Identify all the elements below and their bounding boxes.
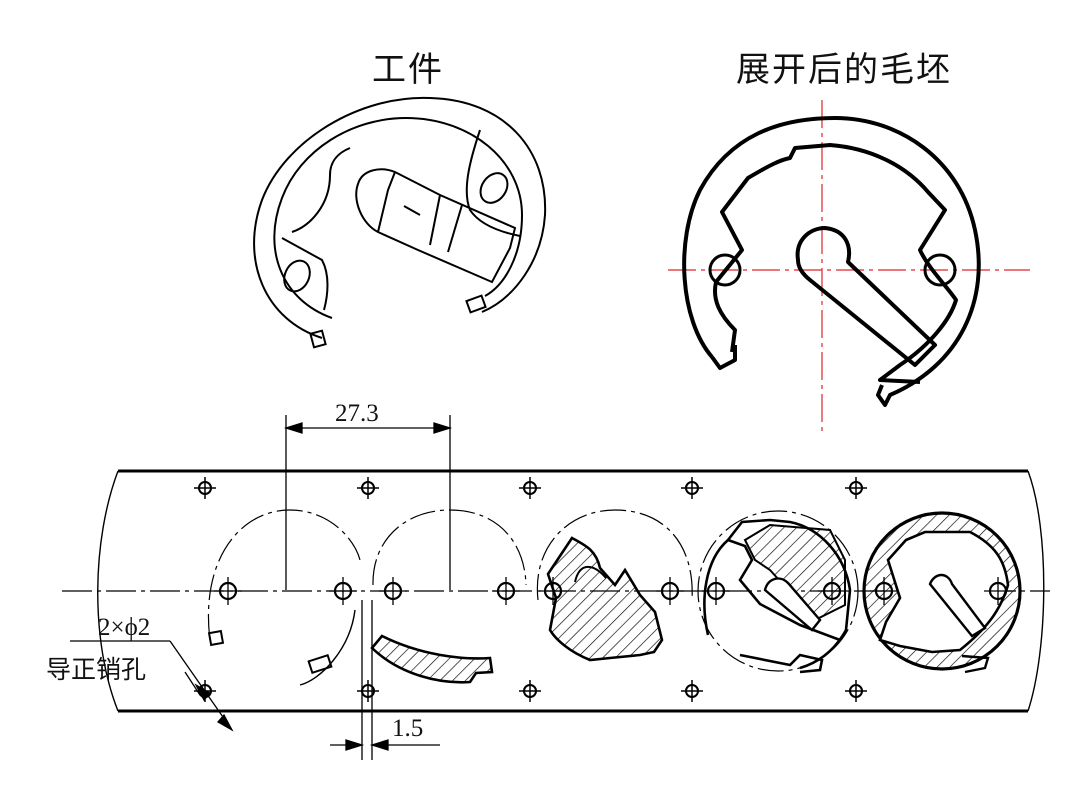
title-unfolded-blank: 展开后的毛坯 bbox=[736, 50, 952, 90]
pilot-hole-leader bbox=[70, 640, 234, 732]
station-2-cutting bbox=[370, 509, 527, 684]
gap-label: 1.5 bbox=[392, 715, 424, 742]
pitch-label: 27.3 bbox=[335, 400, 379, 427]
workpiece-end-tab-right bbox=[465, 294, 487, 314]
station-4-cutting bbox=[697, 510, 859, 674]
station-3-cutting bbox=[536, 509, 693, 662]
station-1-piercing bbox=[207, 509, 361, 686]
workpiece-outer-rim bbox=[253, 96, 547, 339]
workpiece-hole-left bbox=[283, 259, 311, 293]
blank-outer-contour bbox=[682, 116, 981, 407]
station-5-cutting bbox=[862, 511, 1022, 674]
strip-break-left bbox=[97, 470, 119, 712]
pilot-hole-size-label: 2×ϕ2 bbox=[98, 614, 151, 641]
workpiece-view bbox=[253, 96, 547, 349]
pitch-dimension bbox=[283, 415, 453, 590]
blank-inner-contour bbox=[713, 143, 958, 384]
title-workpiece: 工件 bbox=[372, 50, 444, 90]
workpiece-bent-tab bbox=[355, 168, 517, 284]
workpiece-hole-right bbox=[479, 172, 509, 204]
strip-break-right bbox=[1027, 470, 1045, 712]
blank-central-slot bbox=[795, 226, 937, 367]
strip-layout bbox=[62, 469, 1050, 760]
unfolded-blank-view bbox=[668, 100, 1030, 432]
blank-hole-right bbox=[923, 253, 957, 287]
workpiece-end-tab-left bbox=[309, 329, 327, 349]
gap-dimension bbox=[330, 600, 440, 760]
pilot-hole-note: 导正销孔 bbox=[46, 655, 147, 684]
workpiece-inner-rim bbox=[273, 116, 524, 319]
blank-hole-left bbox=[708, 253, 742, 287]
